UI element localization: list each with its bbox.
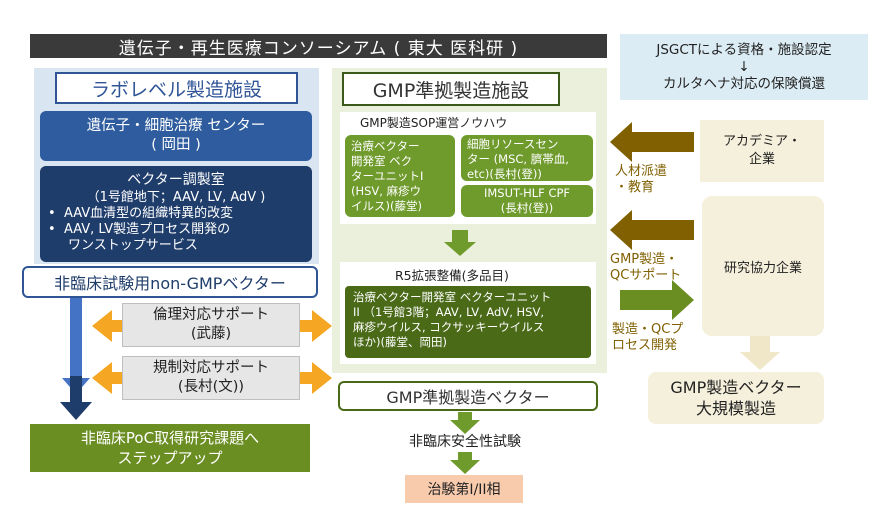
vector-preparation-room-box: ベクター調製室 （1号館地下；AAV, LV, AdV ) • AAV血清型の組… (40, 166, 312, 262)
jsgct-line2: カルタヘナ対応の保険償還 (663, 75, 825, 92)
jsgct-certification-box: JSGCTによる資格・施設認定 ↓ カルタヘナ対応の保険償還 (620, 34, 868, 100)
down-arrow-icon (740, 336, 780, 370)
unit2-line4: ほか)(藤堂、岡田) (353, 335, 447, 349)
cell-line3: etc)(長村(登)) (467, 167, 542, 181)
imsut-hlf-cpf-box: IMSUT-HLF CPF (長村(登)) (461, 185, 593, 217)
unit1-line5: イルス)(藤堂) (351, 199, 422, 213)
center-name: 遺伝子・細胞治療 センター (86, 118, 266, 134)
ethics-support-person: (武藤) (190, 326, 232, 342)
unit2-line3: 麻疹ウイルス, コクサッキーウイルス (353, 320, 545, 334)
vector-room-bullet-1: • AAV血清型の組織特異的改変 (48, 206, 234, 221)
down-arrow-icon: ↓ (738, 58, 750, 75)
right-arrow-icon (296, 362, 332, 394)
non-gmp-vector-label: 非臨床試験用non-GMPベクター (22, 266, 318, 298)
center-person: ( 岡田 ) (151, 137, 201, 153)
process-line1: 製造・QCプ (612, 322, 684, 337)
research-partner-company-box: 研究協力企業 (702, 196, 824, 336)
vector-room-title: ベクター調製室 (127, 172, 225, 188)
left-arrow-icon (610, 210, 694, 250)
large-line2: 大規模製造 (695, 399, 776, 418)
left-arrow-icon (610, 122, 694, 162)
vector-unit-2-box: 治療ベクター開発室 ベクターユニット II （1号館3階；AAV, LV, Ad… (345, 286, 591, 358)
bullet-1-text: AAV血清型の組織特異的改変 (63, 206, 234, 221)
qc-line1: GMP製造・ (610, 252, 679, 267)
unit2-line1: 治療ベクター開発室 ベクターユニット (353, 290, 552, 304)
large-line1: GMP製造ベクター (670, 378, 802, 397)
unit1-line3: ターユニットI (351, 169, 424, 183)
lab-facility-title: ラボレベル製造施設 (55, 72, 298, 104)
cell-line2: ター (MSC, 臍帯血, (467, 152, 569, 166)
gene-cell-therapy-center-box: 遺伝子・細胞治療 センター ( 岡田 ) (40, 111, 312, 161)
staff-line2: ・教育 (615, 180, 655, 195)
bullet-2-text: AAV, LV製造プロセス開発の (63, 222, 231, 237)
staff-line1: 人材派遣 (615, 164, 668, 179)
large-scale-production-box: GMP製造ベクター 大規模製造 (648, 372, 824, 424)
poc-line2: ステップアップ (117, 449, 223, 467)
down-arrow-icon (450, 412, 480, 434)
gmp-qc-support-label: GMP製造・ QCサポート (610, 252, 681, 284)
bullet-2-continuation: ワンストップサービス (68, 238, 198, 253)
imsut-line1: IMSUT-HLF CPF (483, 186, 571, 200)
vector-unit-1-box: 治療ベクター 開発室 ベク ターユニットI (HSV, 麻疹ウ イルス)(藤堂) (345, 135, 455, 217)
nonclinical-safety-test: 非臨床安全性試験 (409, 434, 521, 450)
regulatory-support-title: 規制対応サポート (153, 360, 269, 376)
r5-expansion-label: R5拡張整備(多品目) (395, 268, 509, 283)
academia-line2: 企業 (748, 152, 775, 167)
page-title: 遺伝子・再生医療コンソーシアム ( 東大 医科研 ) (30, 34, 607, 59)
unit1-line1: 治療ベクター (351, 139, 420, 153)
blue-down-arrows (60, 298, 92, 420)
gmp-sop-label: GMP製造SOP運営ノウハウ (360, 116, 508, 130)
support-arrows (92, 310, 332, 394)
left-arrow-icon (92, 362, 128, 394)
vector-room-bullet-2: • AAV, LV製造プロセス開発の (48, 222, 231, 237)
poc-line1: 非臨床PoC取得研究課題へ (80, 429, 260, 447)
vector-room-location: （1号館地下；AAV, LV, AdV ) (86, 190, 266, 205)
cell-line1: 細胞リソースセン (467, 137, 559, 151)
gmp-facility-title: GMP準拠製造施設 (342, 72, 560, 106)
right-side-arrows (610, 122, 694, 320)
process-line2: ロセス開発 (612, 338, 678, 353)
left-arrow-icon (92, 310, 128, 342)
regulatory-support-box: 規制対応サポート (長村(文)) (122, 356, 300, 400)
regulatory-support-person: (長村(文)) (177, 379, 245, 395)
right-arrow-icon (620, 280, 694, 320)
cell-resource-center-box: 細胞リソースセン ター (MSC, 臍帯血, etc)(長村(登)) (461, 135, 593, 181)
clinical-trial-phase-label: 治験第I/II相 (405, 475, 523, 503)
academia-company-box: アカデミア・ 企業 (700, 120, 824, 182)
academia-line1: アカデミア・ (722, 134, 801, 149)
unit1-line2: 開発室 ベク (351, 154, 413, 168)
down-arrow-icon (60, 376, 92, 420)
down-arrow-icon (444, 230, 476, 256)
down-arrow-icon (450, 452, 480, 474)
process-dev-label: 製造・QCプ ロセス開発 (612, 322, 683, 354)
down-arrow-icon (62, 298, 90, 394)
jsgct-line1: JSGCTによる資格・施設認定 (656, 41, 832, 58)
qc-line2: QCサポート (610, 268, 682, 283)
staff-dispatch-label: 人材派遣 ・教育 (615, 164, 667, 196)
gmp-vector-label: GMP準拠製造ベクター (338, 381, 598, 411)
unit2-line2: II （1号館3階；AAV, LV, AdV, HSV, (353, 305, 545, 319)
right-arrow-icon (296, 310, 332, 342)
imsut-line2: (長村(登)) (500, 201, 554, 215)
unit1-line4: (HSV, 麻疹ウ (351, 184, 422, 198)
ethics-support-box: 倫理対応サポート (武藤) (122, 303, 300, 347)
poc-step-up-box: 非臨床PoC取得研究課題へ ステップアップ (30, 424, 310, 472)
ethics-support-title: 倫理対応サポート (153, 307, 269, 323)
